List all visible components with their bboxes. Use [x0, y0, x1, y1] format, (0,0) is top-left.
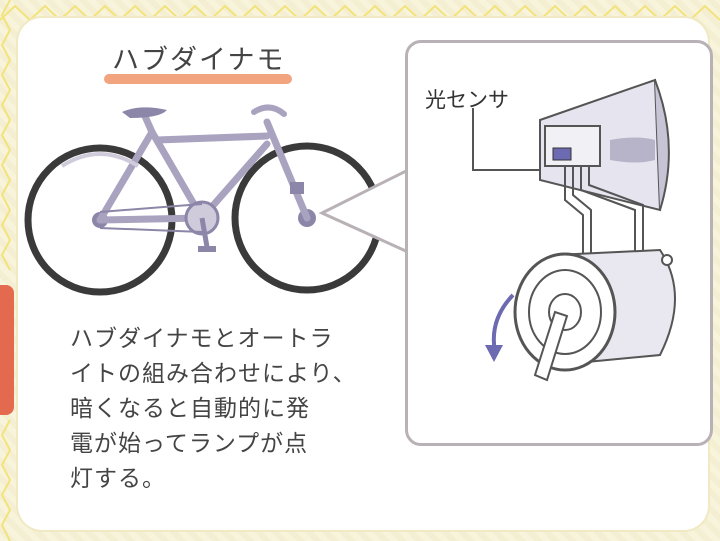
description-line: ハブダイナモとオートラ — [70, 326, 334, 352]
light-sensor-lamp — [539, 78, 670, 212]
description-line: 暗くなると自動的に発 — [70, 396, 310, 422]
title-underline — [104, 74, 292, 84]
sensor-leader-line — [472, 108, 545, 171]
description-text: ハブダイナモとオートラ イトの組み合わせにより、 暗くなると自動的に発 電が始っ… — [70, 322, 390, 497]
sensor-label: 光センサ — [425, 88, 509, 112]
rotation-arrow-icon — [485, 293, 515, 362]
description-line: イトの組み合わせにより、 — [70, 361, 357, 387]
description-line: 灯する。 — [70, 466, 166, 492]
side-decoration — [0, 285, 14, 415]
description-line: 電が始ってランプが点 — [70, 431, 309, 457]
page-title: ハブダイナモ — [112, 45, 286, 76]
hub-dynamo — [513, 248, 676, 382]
dynamo-detail-illustration — [472, 78, 676, 382]
